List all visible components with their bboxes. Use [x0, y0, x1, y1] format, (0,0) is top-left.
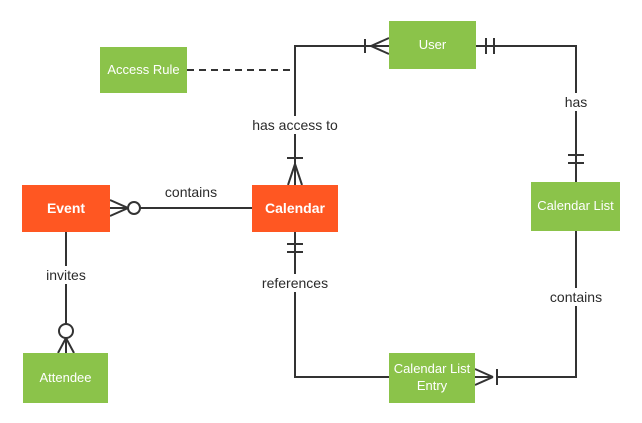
crows-foot-zero-or-many-glyph	[57, 323, 75, 354]
crows-foot-zero-or-many-glyph	[109, 199, 141, 217]
entity-label: User	[418, 36, 447, 52]
entity-attendee[interactable]: Attendee	[23, 353, 108, 403]
relationship-label-references: references	[257, 274, 333, 292]
entity-calendar[interactable]: Calendar	[252, 185, 338, 232]
relationship-label-contains: contains	[160, 183, 222, 201]
entity-event[interactable]: Event	[22, 185, 110, 232]
entity-label: Calendar List	[537, 198, 614, 214]
connector-user-calendar	[287, 37, 390, 186]
entity-label: Attendee	[39, 369, 92, 385]
relationship-label-has-access-to: has access to	[248, 116, 342, 134]
connector-calendar-entry	[287, 232, 389, 378]
crows-foot-one-or-many-glyph	[364, 37, 390, 55]
connector-calendar-list-entry	[474, 231, 577, 386]
entity-calendar-list[interactable]: Calendar List	[531, 182, 620, 231]
crows-foot-one-or-many-glyph	[287, 157, 303, 186]
connector-user-calendar-list	[476, 38, 584, 182]
relationship-label-contains-2: contains	[545, 288, 607, 306]
connector-event-calendar	[109, 199, 252, 217]
entity-calendar-list-entry[interactable]: Calendar List Entry	[389, 353, 475, 403]
double-tick-one-glyph	[485, 38, 495, 54]
connector-event-attendee	[57, 232, 75, 354]
double-tick-one-glyph	[287, 243, 303, 253]
crows-foot-one-or-many-glyph	[474, 368, 498, 386]
entity-user[interactable]: User	[389, 21, 476, 69]
entity-label: Access Rule	[107, 61, 180, 77]
entity-label: Calendar List Entry	[393, 361, 471, 393]
relationship-label-invites: invites	[42, 266, 90, 284]
entity-access-rule[interactable]: Access Rule	[100, 47, 187, 93]
entity-label: Event	[46, 200, 86, 217]
relationship-label-has: has	[560, 93, 592, 111]
double-tick-one-glyph	[568, 154, 584, 164]
entity-label: Calendar	[265, 200, 325, 217]
